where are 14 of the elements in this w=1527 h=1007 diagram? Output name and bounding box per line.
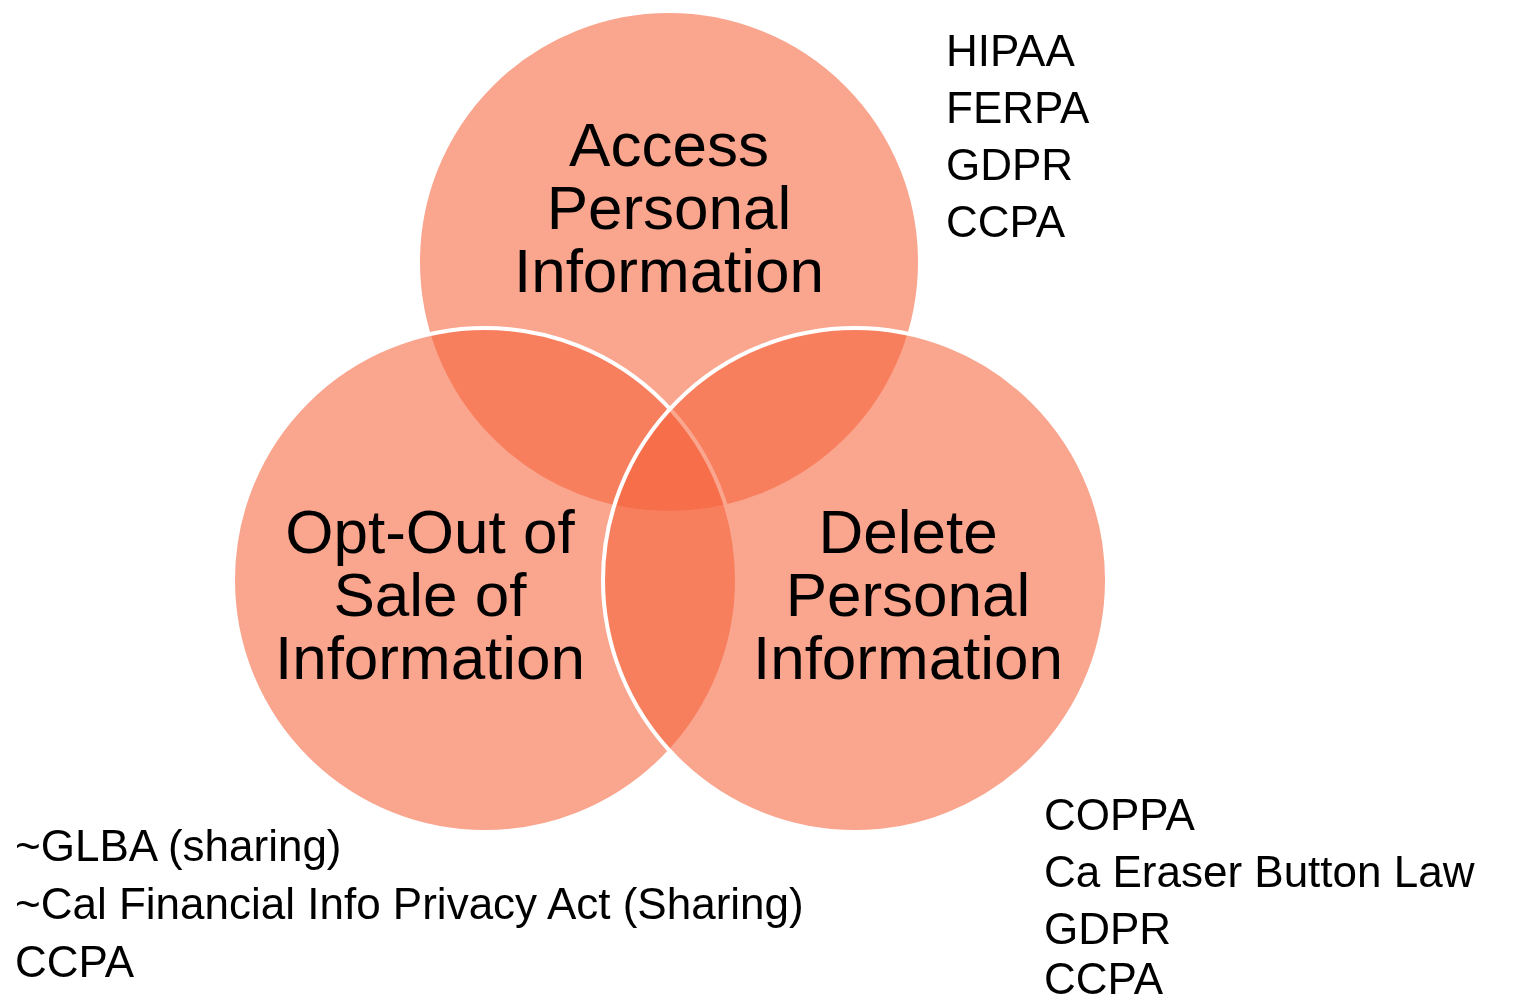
circle-label: Delete Personal Information <box>751 500 1065 689</box>
law-name: ~Cal Financial Info Privacy Act (Sharing) <box>15 881 804 927</box>
law-name: ~GLBA (sharing) <box>15 823 342 869</box>
law-name: CCPA <box>946 199 1065 245</box>
law-name: CCPA <box>15 939 134 985</box>
law-name: COPPA <box>1044 792 1195 838</box>
law-name: Ca Eraser Button Law <box>1044 849 1475 895</box>
law-name: CCPA <box>1044 956 1163 1002</box>
circle-label: Access Personal Information <box>512 113 826 302</box>
law-name: GDPR <box>946 142 1074 188</box>
law-name: HIPAA <box>946 28 1075 74</box>
circle-label: Opt-Out of Sale of Information <box>273 500 587 689</box>
law-name: FERPA <box>946 85 1090 131</box>
law-name: GDPR <box>1044 906 1172 952</box>
